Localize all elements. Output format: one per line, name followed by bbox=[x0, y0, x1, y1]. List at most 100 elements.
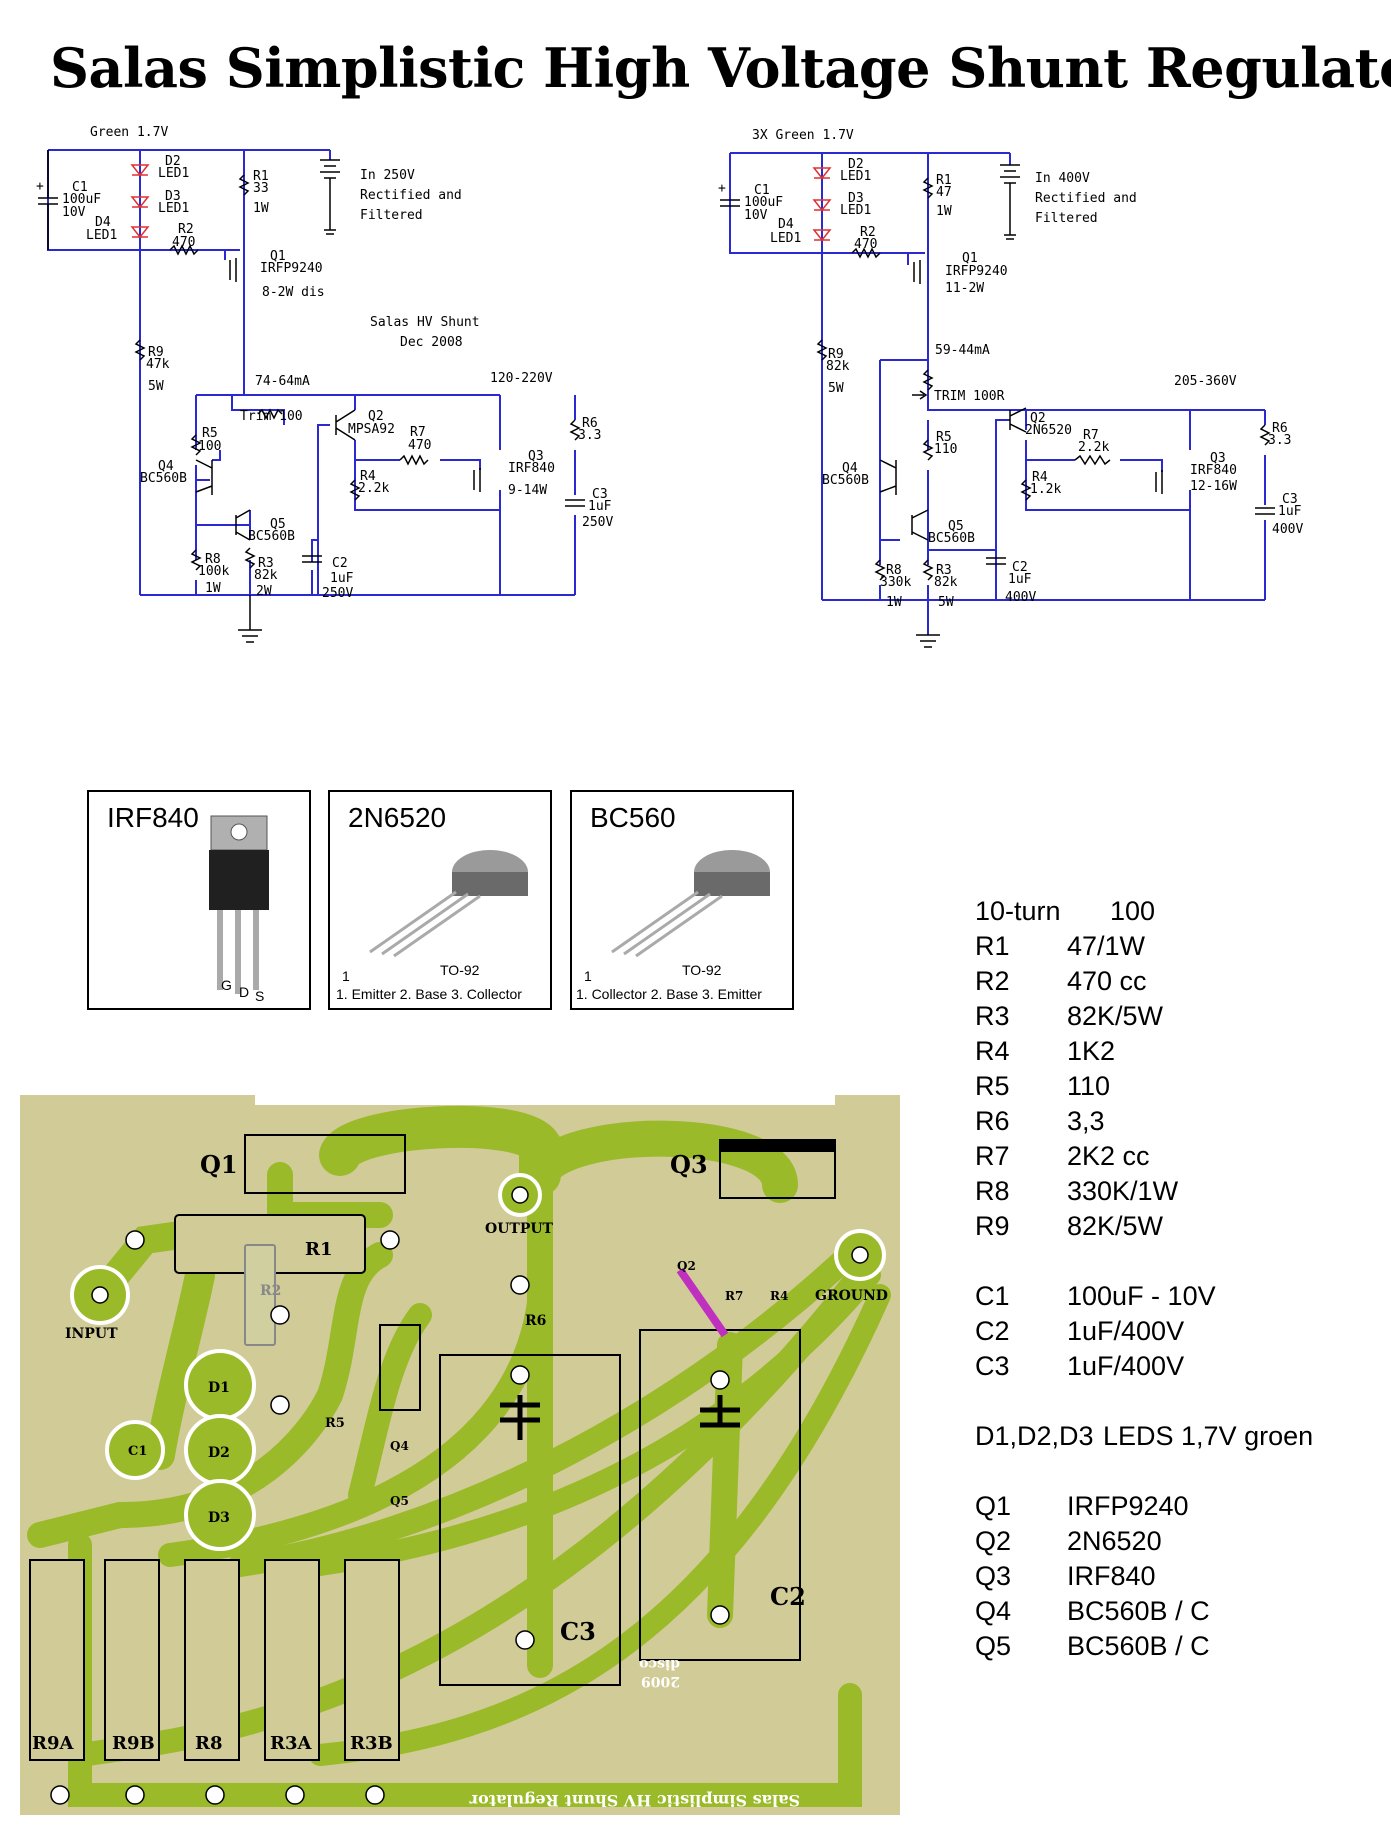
r5-value: 100 bbox=[198, 439, 221, 454]
c1-ref: C1 bbox=[72, 180, 88, 195]
c1-label: C1 bbox=[128, 1444, 147, 1459]
r6-value: 3.3 bbox=[1268, 433, 1291, 448]
note-line1: Salas HV Shunt bbox=[370, 315, 480, 330]
q5-ref: Q5 bbox=[270, 517, 286, 532]
d3-type: LED1 bbox=[158, 201, 189, 216]
package-name: BC560 bbox=[590, 802, 676, 833]
q5-part: BC560B bbox=[928, 531, 975, 546]
r9a-label: R9A bbox=[32, 1733, 74, 1754]
r2-ref: R2 bbox=[178, 222, 194, 237]
r9-ref: R9 bbox=[148, 345, 164, 360]
q1-ref: Q1 bbox=[962, 251, 978, 266]
c1-value: 100uF bbox=[62, 192, 101, 207]
c2-ref: C2 bbox=[332, 556, 348, 571]
q3-ref: Q3 bbox=[528, 449, 544, 464]
c2-value: 1uF bbox=[1008, 572, 1032, 587]
r3a-label: R3A bbox=[270, 1733, 312, 1754]
q3-part: IRF840 bbox=[1190, 463, 1237, 478]
q2-ref: Q2 bbox=[1030, 411, 1046, 426]
c2-ref: C2 bbox=[1012, 560, 1028, 575]
r7-label: R7 bbox=[725, 1289, 743, 1303]
schematic-400v: 3X Green 1.7V + C1 100uF 10V D2 LED1 D3 … bbox=[718, 128, 1303, 648]
led-header: Green 1.7V bbox=[90, 125, 168, 140]
c1-ref: C1 bbox=[754, 183, 770, 198]
c1-value: 100uF bbox=[744, 195, 783, 210]
q3-label: Q3 bbox=[670, 1150, 708, 1179]
pcb-mirror-text: Salas Simplistic HV Shunt Regulator bbox=[469, 1791, 800, 1810]
output-voltage: 120-220V bbox=[490, 371, 553, 386]
q5-part: BC560B bbox=[248, 529, 295, 544]
note-line2: Dec 2008 bbox=[400, 335, 463, 350]
q4-ref: Q4 bbox=[842, 461, 858, 476]
d3-type: LED1 bbox=[840, 203, 871, 218]
current-range: 59-44mA bbox=[935, 343, 990, 358]
q5-label: Q5 bbox=[390, 1494, 409, 1508]
c3-value: 1uF bbox=[588, 499, 612, 514]
pcb-layout: Q1 Q3 R1 R2 INPUT OUTPUT GROUND Q2 R7 R4… bbox=[20, 1095, 900, 1815]
r5-ref: R5 bbox=[202, 426, 218, 441]
r6-ref: R6 bbox=[1272, 421, 1288, 436]
q3-part: IRF840 bbox=[508, 461, 555, 476]
r6-label: R6 bbox=[525, 1313, 546, 1329]
r8-ref: R8 bbox=[205, 552, 221, 567]
q1-dissipation: 11-2W bbox=[945, 281, 984, 296]
c3-voltage: 250V bbox=[582, 515, 613, 530]
pin-d: D bbox=[239, 984, 250, 1000]
r1-ref: R1 bbox=[936, 173, 952, 188]
c3-value: 1uF bbox=[1278, 504, 1302, 519]
r4-value: 2.2k bbox=[358, 481, 389, 496]
r2-value: 470 bbox=[172, 235, 195, 250]
input-line1: In 250V bbox=[360, 168, 415, 183]
r8-ref: R8 bbox=[886, 563, 902, 578]
input-line3: Filtered bbox=[360, 208, 423, 223]
d3-ref: D3 bbox=[848, 191, 864, 206]
r9-value: 47k bbox=[146, 357, 170, 372]
c3-ref: C3 bbox=[1282, 492, 1298, 507]
r9-ref: R9 bbox=[828, 347, 844, 362]
r8-label: R8 bbox=[195, 1733, 222, 1754]
q1-part: IRFP9240 bbox=[945, 264, 1008, 279]
q4-label: Q4 bbox=[390, 1439, 409, 1453]
d2-ref: D2 bbox=[165, 154, 181, 169]
c1-voltage: 10V bbox=[62, 205, 86, 220]
d4-ref: D4 bbox=[778, 217, 794, 232]
current-range: 74-64mA bbox=[255, 374, 310, 389]
r5-ref: R5 bbox=[936, 430, 952, 445]
input-line1: In 400V bbox=[1035, 171, 1090, 186]
r8-power: 1W bbox=[205, 581, 221, 596]
page-title: Salas Simplistic High Voltage Shunt Regu… bbox=[50, 36, 1391, 100]
r5-value: 110 bbox=[934, 442, 957, 457]
to92-icon bbox=[369, 850, 528, 958]
c2-voltage: 250V bbox=[322, 586, 353, 601]
input-label: INPUT bbox=[65, 1326, 118, 1342]
pin-g: G bbox=[221, 977, 232, 993]
q2-ref: Q2 bbox=[368, 409, 384, 424]
r7-value: 470 bbox=[408, 438, 431, 453]
d2-type: LED1 bbox=[840, 169, 871, 184]
r3-value: 82k bbox=[254, 568, 278, 583]
r2-label: R2 bbox=[260, 1283, 281, 1299]
q2-label: Q2 bbox=[677, 1259, 696, 1273]
r9b-label: R9B bbox=[112, 1733, 155, 1754]
r9-power: 5W bbox=[828, 381, 844, 396]
r1-ref: R1 bbox=[253, 169, 269, 184]
input-line3: Filtered bbox=[1035, 211, 1098, 226]
input-line2: Rectified and bbox=[360, 188, 462, 203]
r2-ref: R2 bbox=[860, 225, 876, 240]
to220-icon bbox=[209, 815, 269, 994]
q2-part: 2N6520 bbox=[1025, 423, 1072, 438]
package-name: IRF840 bbox=[107, 802, 199, 833]
q1-label: Q1 bbox=[200, 1150, 238, 1179]
package-2n6520: 2N6520 1 TO-92 1. Emitter 2. Base 3. Col… bbox=[328, 790, 552, 1010]
